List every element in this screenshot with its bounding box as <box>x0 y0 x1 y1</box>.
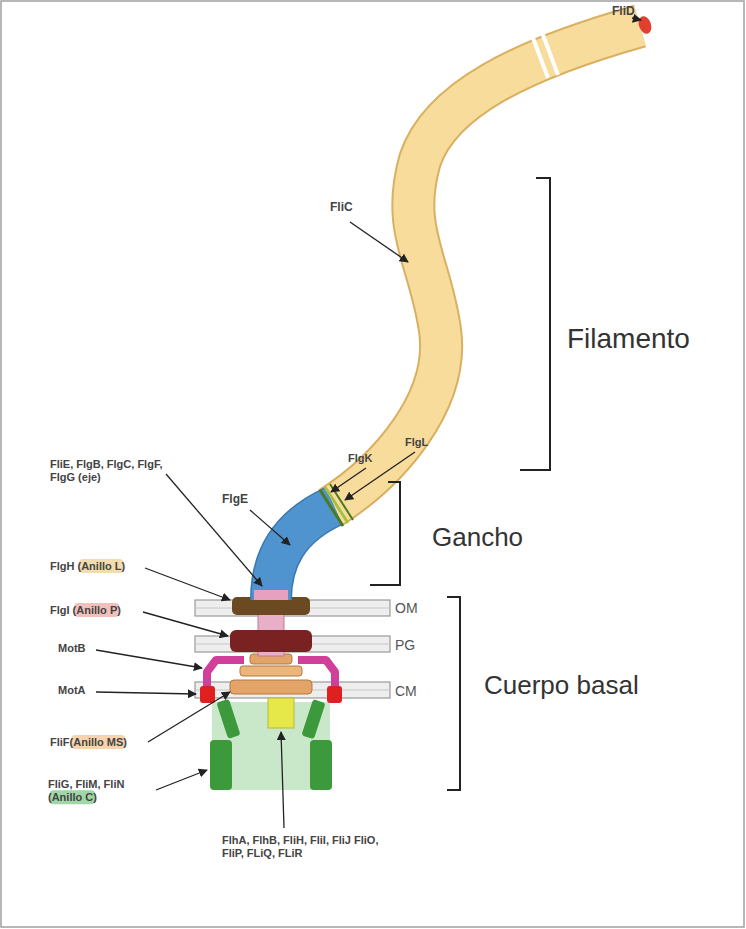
bracket <box>520 178 550 470</box>
part-label: FliF(Anillo MS) <box>50 736 127 749</box>
p-ring <box>230 630 312 652</box>
c-ring-left <box>210 740 232 790</box>
part-label: MotA <box>58 684 86 697</box>
part-label: FliD <box>612 4 635 18</box>
part-label: FlgH (Anillo L) <box>50 560 125 573</box>
c-ring-upper-left <box>216 699 240 739</box>
part-label: Filamento <box>567 322 690 356</box>
export-apparatus <box>268 698 294 728</box>
part-label: FlgI (Anillo P) <box>50 604 121 617</box>
part-label: FlgK <box>348 452 372 465</box>
c-ring-upper-right <box>301 699 325 739</box>
leader-lines <box>96 18 641 828</box>
bracket <box>370 482 400 585</box>
flgl-band <box>330 484 353 520</box>
motb-left <box>207 660 244 688</box>
part-label: FliE, FlgB, FlgC, FlgF, FlgG (eje) <box>50 458 168 484</box>
break-mark <box>540 27 558 75</box>
hook <box>271 506 334 600</box>
part-label: OM <box>395 600 418 617</box>
part-label: FliG, FliM, FliN (Anillo C) <box>48 778 160 804</box>
rod-top <box>254 590 288 600</box>
bracket <box>447 597 460 790</box>
part-label: MotB <box>58 642 86 655</box>
part-label: FlgL <box>405 436 428 449</box>
part-label: FlhA, FlhB, FliH, FliI, FliJ FliO, FliP,… <box>222 834 394 860</box>
filament <box>330 26 640 508</box>
part-label: CM <box>395 683 417 700</box>
flid-cap <box>636 14 653 35</box>
part-label: FliC <box>330 200 353 214</box>
part-label: Cuerpo basal <box>484 670 639 701</box>
filament-outline <box>330 26 640 508</box>
part-label: PG <box>395 637 415 654</box>
part-label: FlgE <box>222 492 248 506</box>
mota-right <box>327 686 342 703</box>
hook-outline <box>271 506 334 600</box>
motb-right <box>298 660 335 688</box>
part-label: Gancho <box>432 522 523 553</box>
c-ring-right <box>310 740 332 790</box>
mota-left <box>200 686 215 703</box>
